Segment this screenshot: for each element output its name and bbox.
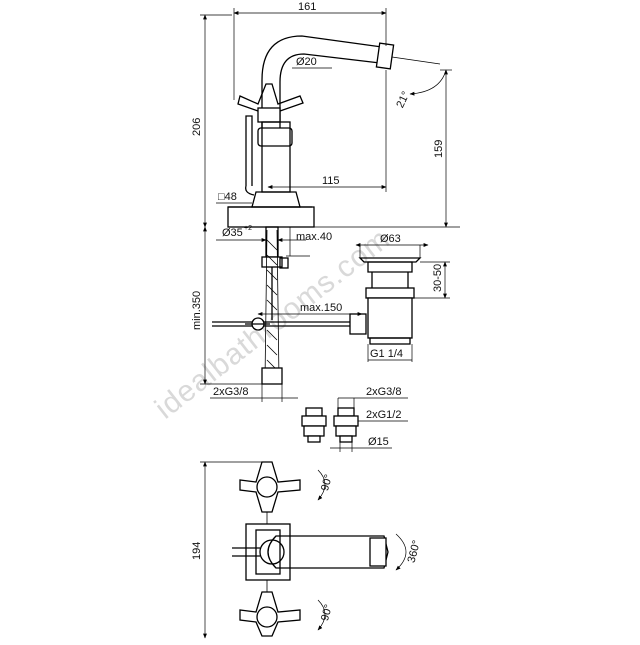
dim-206: 206 [191, 118, 203, 136]
dim-square-48: □48 [218, 191, 237, 203]
plan-dimensions: 194 90° 360° 90° [191, 461, 423, 639]
dim-max-40: max.40 [296, 231, 332, 243]
dim-115: 115 [322, 175, 340, 187]
dim-waste-dia: Ø63 [380, 233, 401, 245]
dim-hose-conn: 2xG3/8 [213, 386, 248, 398]
tap-side-elevation [212, 35, 460, 385]
dim-valve-g38: 2xG3/8 [366, 386, 401, 398]
dim-min-350: min.350 [191, 291, 203, 330]
dim-rot-90-top: 90° [319, 473, 335, 492]
dim-spout-dia: Ø20 [296, 56, 317, 68]
dim-30-50: 30-50 [432, 264, 444, 292]
dim-valve-dia: Ø15 [368, 436, 389, 448]
dim-hole-tol: +2 [244, 225, 252, 232]
dim-rot-360: 360° [406, 539, 423, 564]
dim-rot-90-bottom: 90° [319, 603, 335, 622]
side-dimensions: 161 Ø20 21° 206 159 115 □48 Ø35 +2 max.4… [191, 1, 452, 402]
dim-161: 161 [298, 1, 316, 13]
dim-max-150: max.150 [300, 302, 342, 314]
tap-plan-view [232, 461, 389, 637]
dim-angle-21: 21° [394, 90, 412, 110]
dim-waste-thread: G1 1/4 [370, 348, 403, 360]
dim-194: 194 [191, 542, 203, 560]
dim-159: 159 [433, 140, 445, 158]
dim-valve-g12: 2xG1/2 [366, 409, 401, 421]
isolating-valves: 2xG3/8 2xG1/2 Ø15 [301, 386, 408, 452]
dim-hole-dia: Ø35 [222, 227, 243, 239]
